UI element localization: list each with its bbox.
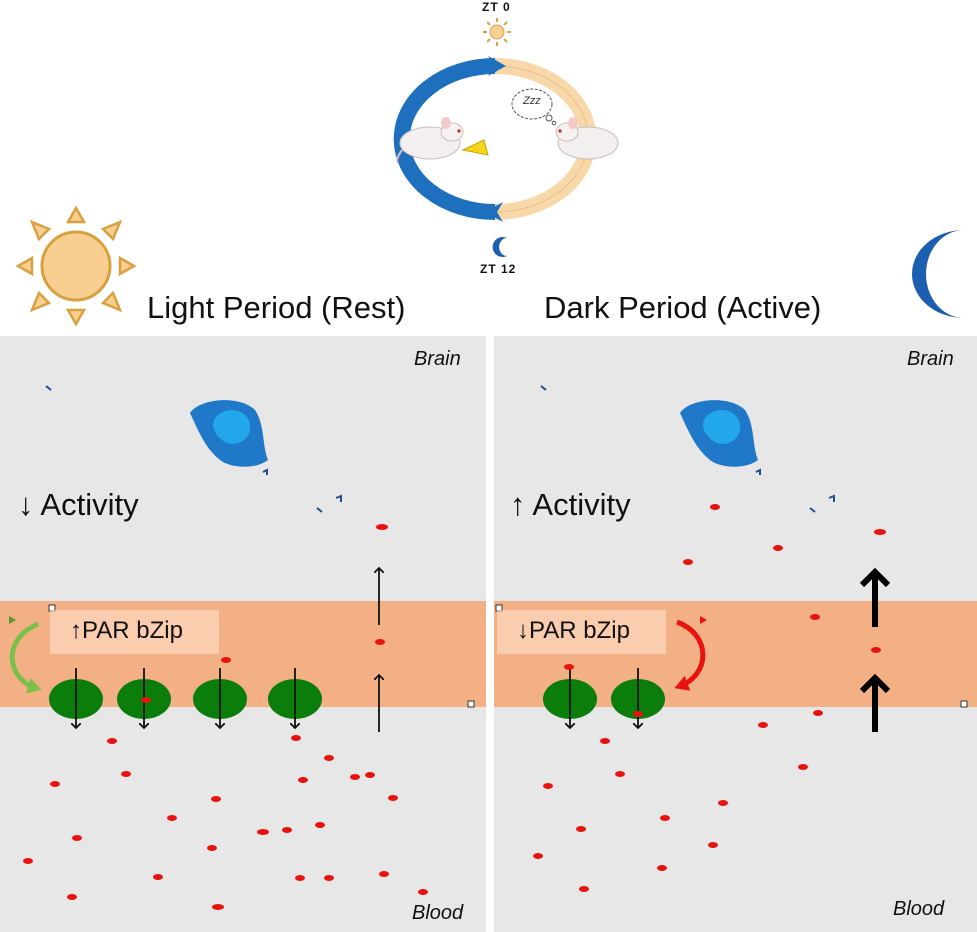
- cycle-arrowhead-bottom: [485, 202, 503, 222]
- blood-label-dark: Blood: [893, 898, 945, 920]
- dark-period-title: Dark Period (Active): [544, 290, 822, 325]
- thought-bubble-icon: [511, 88, 557, 126]
- activity-label-light: ↓ Activity: [18, 487, 139, 522]
- neuron-icon: [190, 400, 268, 467]
- green-feedback-arrow: [9, 621, 42, 694]
- neuron-icon: [680, 400, 758, 467]
- red-blood-cells-dark: [533, 504, 886, 892]
- red-feedback-arrow: [674, 619, 706, 691]
- moon-icon: [912, 230, 964, 318]
- activity-label-dark: ↑ Activity: [510, 487, 631, 522]
- endothelial-cells-light: [49, 679, 322, 719]
- light-period-title: Light Period (Rest): [147, 290, 406, 325]
- small-moon-icon: [492, 236, 507, 257]
- small-sun-icon: [483, 18, 511, 46]
- red-blood-cells-light: [23, 524, 428, 910]
- green-small-triangle: [9, 616, 16, 624]
- band-handles: [48, 604, 968, 708]
- par-bzip-box-dark: ↓PAR bZip: [497, 610, 666, 654]
- par-bzip-box-light: ↑PAR bZip: [50, 610, 219, 654]
- brain-label-dark: Brain: [907, 348, 954, 370]
- mouse-eating-icon: [396, 117, 464, 164]
- sun-icon: [15, 205, 137, 327]
- cycle-arrowhead-top: [488, 56, 506, 76]
- red-small-triangle: [700, 616, 707, 624]
- zt0-label: ZT 0: [482, 0, 511, 14]
- brain-label-light: Brain: [414, 348, 461, 370]
- mouse-sleeping-icon: [555, 117, 619, 160]
- blood-label-light: Blood: [412, 902, 464, 924]
- efflux-arrows-light: [76, 668, 295, 728]
- cheese-icon: [461, 139, 489, 156]
- small-marks: [45, 385, 835, 513]
- sleep-text: Zzz: [523, 95, 541, 107]
- efflux-arrows-dark: [570, 668, 638, 728]
- zt12-label: ZT 12: [480, 262, 517, 276]
- endothelial-cells-dark: [543, 679, 665, 719]
